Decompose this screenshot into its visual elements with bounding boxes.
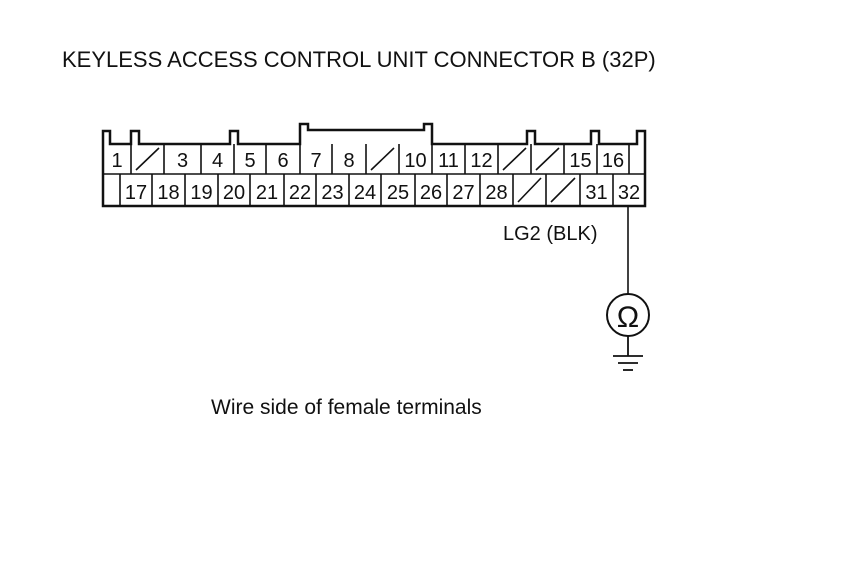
terminal-number: 17 [125, 182, 147, 204]
terminal-grid [103, 144, 645, 206]
terminal-number: 11 [438, 150, 459, 172]
terminal-number: 28 [485, 182, 507, 204]
terminal-number: 15 [569, 150, 591, 172]
terminal-number: 5 [244, 150, 255, 172]
terminal-number: 27 [452, 182, 474, 204]
connector-housing [101, 122, 647, 208]
terminal-number: 19 [190, 182, 212, 204]
terminal-number: 12 [470, 150, 492, 172]
vacant-terminal-slash [370, 147, 395, 171]
vacant-terminal-slash [517, 177, 542, 203]
diagram-caption: Wire side of female terminals [211, 396, 482, 419]
diagram-title: KEYLESS ACCESS CONTROL UNIT CONNECTOR B … [62, 47, 656, 72]
terminal-number: 20 [223, 182, 245, 204]
terminal-number: 24 [354, 182, 376, 204]
terminal-number: 23 [321, 182, 343, 204]
terminal-number: 10 [404, 150, 426, 172]
terminal-number: 31 [585, 182, 607, 204]
terminal-number: 21 [256, 182, 278, 204]
terminal-number: 16 [602, 150, 624, 172]
terminal-number: 32 [618, 182, 640, 204]
terminal-number: 7 [310, 150, 321, 172]
terminal-number: 26 [420, 182, 442, 204]
terminal-number: 3 [177, 150, 188, 172]
housing-outline [101, 122, 647, 208]
terminal-row-2: 17 18 19 20 21 22 23 24 25 26 27 28 31 32 [125, 177, 640, 204]
terminal-number: 25 [387, 182, 409, 204]
terminal-number: 1 [111, 150, 122, 172]
vacant-terminal-slash [535, 147, 560, 171]
ohm-symbol: Ω [617, 301, 639, 334]
terminal-number: 8 [343, 150, 354, 172]
terminal-number: 6 [277, 150, 288, 172]
terminal-number: 4 [212, 150, 223, 172]
vacant-terminal-slash [135, 147, 160, 171]
vacant-terminal-slash [502, 147, 527, 171]
terminal-number: 18 [157, 182, 179, 204]
ground-icon [613, 336, 643, 371]
vacant-terminal-slash [550, 177, 576, 203]
wire-color-label: LG2 (BLK) [503, 223, 597, 245]
terminal-number: 22 [289, 182, 311, 204]
